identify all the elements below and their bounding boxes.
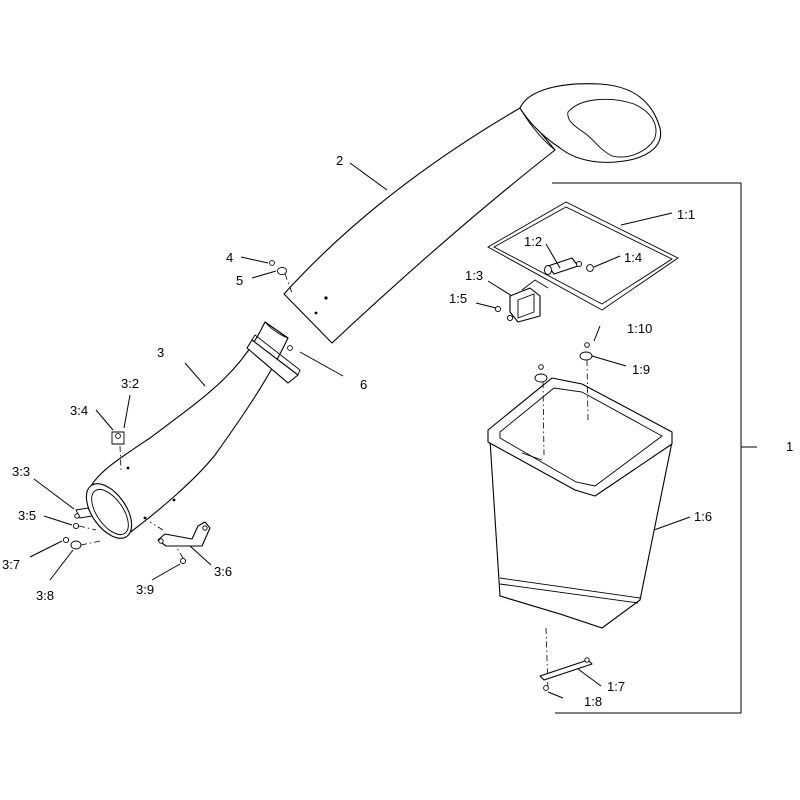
callout-1-1: 1:1 (677, 207, 695, 222)
lower-tube-hardware (62, 431, 211, 565)
callout-6: 6 (360, 377, 367, 392)
callout-1-8: 1:8 (584, 694, 602, 709)
callout-1-2: 1:2 (524, 234, 542, 249)
callout-3: 3 (157, 345, 164, 360)
lower-discharge-tube (85, 321, 301, 539)
callout-3-6: 3:6 (214, 564, 232, 579)
callout-3-4: 3:4 (70, 403, 88, 418)
chute-fasteners (269, 260, 293, 351)
callout-1-9: 1:9 (632, 362, 650, 377)
callout-3-8: 3:8 (36, 588, 54, 603)
collection-bag (487, 342, 673, 691)
callout-3-7: 3:7 (2, 557, 20, 572)
callout-5: 5 (236, 273, 243, 288)
callout-1-10: 1:10 (627, 321, 652, 336)
assembly-1-bracket (552, 182, 742, 714)
callout-2: 2 (336, 153, 343, 168)
leader-lines (29, 162, 757, 699)
callout-1-5: 1:5 (449, 291, 467, 306)
callout-1: 1 (786, 439, 793, 454)
callout-3-9: 3:9 (136, 582, 154, 597)
upper-discharge-tube (283, 83, 662, 344)
callout-1-4: 1:4 (624, 250, 642, 265)
callout-1-3: 1:3 (465, 268, 483, 283)
bag-wire-frame (487, 201, 679, 323)
callout-3-2: 3:2 (121, 376, 139, 391)
callout-3-3: 3:3 (12, 464, 30, 479)
callout-1-6: 1:6 (694, 509, 712, 524)
callout-4: 4 (226, 250, 233, 265)
callout-labels: 2 3 4 5 6 1 1:1 1:2 1:3 1:4 1:5 1:10 1:9… (2, 153, 793, 709)
callout-1-7: 1:7 (607, 679, 625, 694)
callout-3-5: 3:5 (18, 508, 36, 523)
